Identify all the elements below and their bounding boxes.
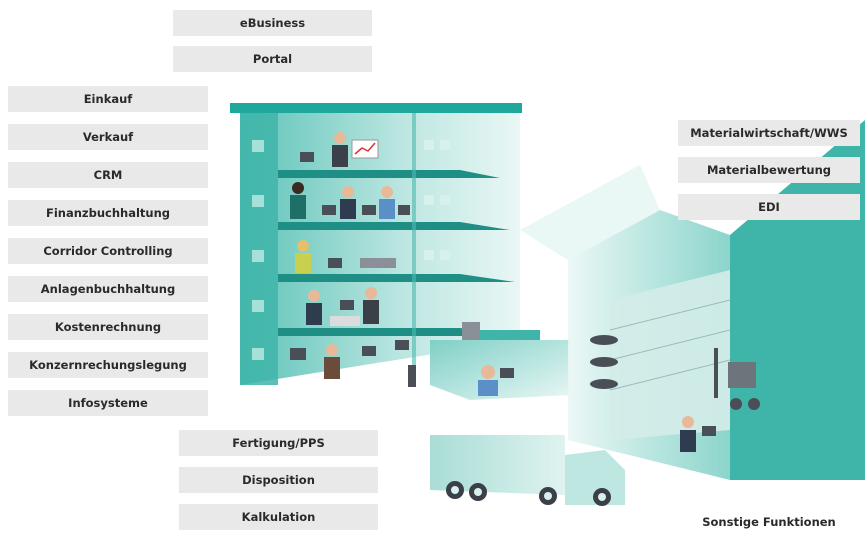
window — [252, 140, 264, 152]
label-verkauf: Verkauf — [8, 124, 208, 150]
label-anlagenbuchhaltung: Anlagenbuchhaltung — [8, 276, 208, 302]
person-icon — [297, 240, 309, 252]
window — [424, 195, 434, 205]
label-infosysteme: Infosysteme — [8, 390, 208, 416]
computer-icon — [362, 205, 376, 215]
person-icon — [326, 344, 338, 356]
floor-slab — [278, 222, 510, 230]
window — [252, 250, 264, 262]
window — [252, 348, 264, 360]
conveyor-belt — [478, 330, 540, 340]
label-kostenrechnung: Kostenrechnung — [8, 314, 208, 340]
floor-slab — [278, 274, 515, 282]
floor-slab — [278, 170, 500, 178]
truck-cab — [565, 450, 625, 505]
computer-icon — [362, 346, 376, 356]
robot-arm-icon — [408, 365, 416, 387]
label-ebusiness: eBusiness — [173, 10, 372, 36]
label-fertigung-pps: Fertigung/PPS — [179, 430, 378, 456]
person-icon — [334, 132, 346, 144]
person-icon — [365, 287, 377, 299]
label-sonstige-funktionen: Sonstige Funktionen — [702, 515, 836, 529]
window — [424, 250, 434, 260]
person-icon — [308, 290, 320, 302]
label-materialbewertung: Materialbewertung — [678, 157, 860, 183]
office-building — [230, 103, 522, 385]
material-stack — [590, 335, 618, 345]
label-kalkulation: Kalkulation — [179, 504, 378, 530]
window — [440, 140, 450, 150]
person-icon — [481, 365, 495, 379]
person-icon — [342, 186, 354, 198]
label-edi: EDI — [678, 194, 860, 220]
person-icon — [682, 416, 694, 428]
machine-icon — [462, 322, 480, 340]
computer-icon — [702, 426, 716, 436]
truck-trailer — [430, 435, 565, 495]
label-crm: CRM — [8, 162, 208, 188]
window — [440, 195, 450, 205]
building-pillar — [412, 113, 416, 378]
window — [440, 250, 450, 260]
label-corridor-controlling: Corridor Controlling — [8, 238, 208, 264]
documents-icon — [330, 316, 360, 326]
label-materialwirtschaft: Materialwirtschaft/WWS — [678, 120, 860, 146]
building-roof — [230, 103, 522, 113]
production-line — [408, 322, 570, 400]
label-finanzbuchhaltung: Finanzbuchhaltung — [8, 200, 208, 226]
person-icon — [381, 186, 393, 198]
computer-icon — [398, 205, 410, 215]
printer-icon — [360, 258, 396, 268]
person-icon — [292, 182, 304, 194]
computer-icon — [395, 340, 409, 350]
forklift-icon — [728, 362, 756, 388]
computer-icon — [328, 258, 342, 268]
label-disposition: Disposition — [179, 467, 378, 493]
person-body — [332, 145, 348, 167]
label-konzernrechungslegung: Konzernrechungslegung — [8, 352, 208, 378]
window — [252, 195, 264, 207]
label-einkauf: Einkauf — [8, 86, 208, 112]
delivery-truck — [430, 435, 625, 506]
computer-icon — [340, 300, 354, 310]
building-side — [240, 113, 278, 385]
computer-icon — [300, 152, 314, 162]
computer-icon — [290, 348, 306, 360]
computer-icon — [500, 368, 514, 378]
label-portal: Portal — [173, 46, 372, 72]
floor-slab — [278, 328, 520, 336]
storage-shelves — [610, 270, 730, 440]
window — [424, 140, 434, 150]
computer-icon — [322, 205, 336, 215]
office-workers — [290, 132, 410, 379]
window — [252, 300, 264, 312]
